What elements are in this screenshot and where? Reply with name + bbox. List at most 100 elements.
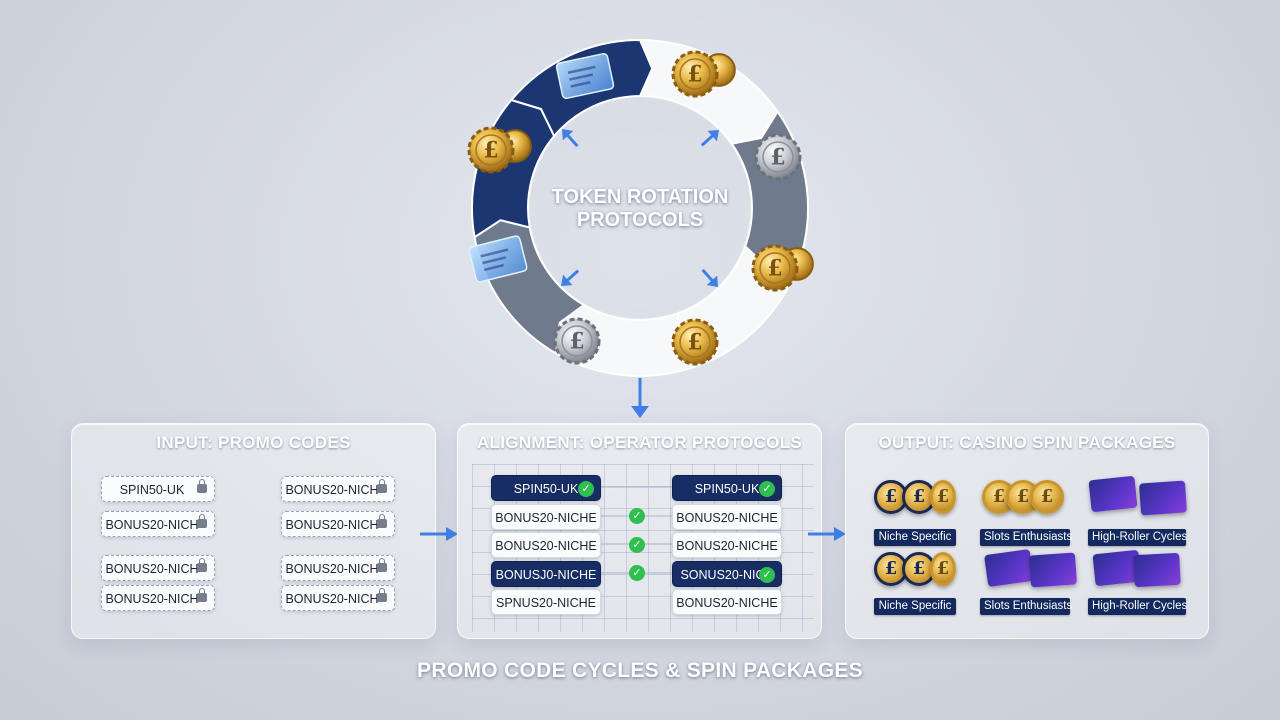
gold-pound-coin-icon: £: [671, 50, 736, 98]
pound-coin-icon: £: [1030, 480, 1064, 514]
silver-pound-coin-icon: £: [754, 133, 802, 181]
promo-code-text: BONUS20-NICH: [105, 518, 199, 532]
flow-arrow-right: [420, 527, 458, 541]
promo-code-text: BONUS20-NICH: [285, 592, 379, 606]
footer-title: PROMO CODE CYCLES & SPIN PACKAGES: [417, 659, 863, 682]
currency-symbol: £: [767, 256, 782, 282]
promo-code-chip[interactable]: BONUS20-NICH: [101, 511, 215, 537]
check-icon: ✓: [629, 565, 645, 581]
rotation-arrow-icon: [701, 268, 718, 287]
rotation-arrow-icon: [700, 130, 719, 147]
spin-package-cards: [1088, 475, 1190, 520]
pound-coin-icon: £: [930, 480, 956, 514]
cycle-arrows: [561, 129, 719, 287]
operator-code-chip[interactable]: BONUS20-NICHE: [672, 589, 782, 615]
check-icon: ✓: [759, 567, 775, 583]
lock-icon: [377, 588, 387, 602]
currency-symbol: £: [483, 138, 498, 164]
operator-code-chip[interactable]: BONUSJ0-NICHE: [491, 561, 601, 587]
promo-code-chip[interactable]: BONUS20-NICH: [281, 585, 395, 611]
alignment-panel: ALIGNMENT: OPERATOR PROTOCOLS SPIN50-UK✓…: [457, 423, 822, 639]
currency-symbol: £: [687, 62, 702, 88]
lock-icon: [377, 514, 387, 528]
operator-code-text: BONUS20-NICHE: [495, 511, 597, 525]
lock-icon: [377, 558, 387, 572]
operator-code-text: BONUS20-NICHE: [495, 539, 597, 553]
promo-card-icon: [1138, 480, 1188, 516]
down-arrow: [631, 378, 649, 418]
promo-code-chip[interactable]: BONUS20-NICH: [101, 555, 215, 581]
currency-symbol: £: [770, 145, 785, 171]
package-label[interactable]: Slots Enthusiasts: [980, 598, 1072, 615]
promo-card-icon: [555, 52, 615, 100]
operator-code-chip[interactable]: SONUS20-NICH✓: [672, 561, 782, 587]
rotation-arrow-icon: [562, 129, 579, 148]
promo-card-icon: [983, 548, 1035, 588]
pound-coin-icon: £: [930, 552, 956, 586]
operator-code-chip[interactable]: SPIN50-UK✓: [672, 475, 782, 501]
spin-package-cards: [1090, 548, 1190, 592]
promo-code-text: BONUS20-NICH: [285, 483, 379, 497]
alignment-panel-title: ALIGNMENT: OPERATOR PROTOCOLS: [476, 433, 803, 452]
check-icon: ✓: [578, 481, 594, 497]
flow-arrow-right: [808, 527, 846, 541]
operator-code-chip[interactable]: BONUS20-NICHE: [491, 504, 601, 530]
output-panel: OUTPUT: CASINO SPIN PACKAGES £ £ £ £ £ £…: [845, 423, 1209, 639]
operator-code-chip[interactable]: BONUS20-NICHE: [672, 532, 782, 558]
promo-code-text: BONUS20-NICH: [285, 518, 379, 532]
operator-code-text: SPIN50-UK: [694, 482, 760, 496]
cycle-tokens: £ £ £ £ £ £: [467, 50, 814, 366]
promo-card-icon: [1088, 475, 1138, 513]
check-icon: ✓: [629, 508, 645, 524]
check-icon: ✓: [629, 537, 645, 553]
gold-pound-coin-icon: £: [671, 318, 719, 366]
operator-code-text: BONUS20-NICHE: [676, 511, 778, 525]
spin-package-coins: £ £ £: [980, 476, 1080, 520]
package-label[interactable]: Niche Specific: [874, 598, 956, 615]
promo-card-icon: [468, 235, 528, 283]
package-label[interactable]: High-Roller Cycles: [1088, 529, 1187, 546]
operator-code-chip[interactable]: SPNUS20-NICHE: [491, 589, 601, 615]
currency-symbol: £: [569, 329, 584, 355]
operator-code-text: BONUS20-NICHE: [676, 596, 778, 610]
promo-code-chip[interactable]: SPIN50-UK: [101, 476, 215, 502]
promo-code-text: BONUS20-NICH: [105, 592, 199, 606]
lock-icon: [197, 588, 207, 602]
promo-code-text: BONUS20-NICH: [105, 562, 199, 576]
operator-code-text: BONUS20-NICHE: [676, 539, 778, 553]
promo-code-text: SPIN50-UK: [119, 483, 185, 497]
promo-code-chip[interactable]: BONUS20-NICH: [281, 555, 395, 581]
lock-icon: [197, 514, 207, 528]
promo-code-chip[interactable]: BONUS20-NICH: [101, 585, 215, 611]
gold-pound-coin-icon: £: [751, 244, 814, 292]
silver-pound-coin-icon: £: [553, 317, 601, 365]
package-label[interactable]: Slots Enthusiasts: [980, 529, 1072, 546]
operator-code-text: SONUS20-NICH: [680, 568, 774, 582]
spin-package-coins: £ £ £: [872, 476, 972, 520]
operator-code-text: SPNUS20-NICHE: [495, 596, 597, 610]
input-panel-title: INPUT: PROMO CODES: [156, 433, 351, 452]
rotation-arrow-icon: [561, 269, 580, 286]
check-icon: ✓: [759, 481, 775, 497]
lock-icon: [197, 479, 207, 493]
operator-code-chip[interactable]: BONUS20-NICHE: [672, 504, 782, 530]
spin-package-coins: £ £ £: [872, 548, 972, 592]
promo-card-icon: [1133, 552, 1181, 588]
promo-card-icon: [1028, 552, 1078, 588]
gold-pound-coin-icon: £: [467, 126, 532, 174]
operator-code-text: BONUSJ0-NICHE: [495, 568, 597, 582]
package-label[interactable]: High-Roller Cycles: [1088, 598, 1187, 615]
operator-code-text: SPIN50-UK: [513, 482, 579, 496]
promo-code-text: BONUS20-NICH: [285, 562, 379, 576]
promo-code-chip[interactable]: BONUS20-NICH: [281, 476, 395, 502]
operator-code-chip[interactable]: BONUS20-NICHE: [491, 532, 601, 558]
lock-icon: [197, 558, 207, 572]
cycle-title: TOKEN ROTATION PROTOCOLS: [551, 186, 729, 231]
currency-symbol: £: [687, 330, 702, 356]
promo-code-chip[interactable]: BONUS20-NICH: [281, 511, 395, 537]
input-panel: INPUT: PROMO CODES SPIN50-UK BONUS20-NIC…: [71, 423, 436, 639]
operator-code-chip[interactable]: SPIN50-UK✓: [491, 475, 601, 501]
spin-package-cards: [983, 548, 1084, 592]
package-label[interactable]: Niche Specific: [874, 529, 956, 546]
ring-center: [530, 98, 750, 318]
